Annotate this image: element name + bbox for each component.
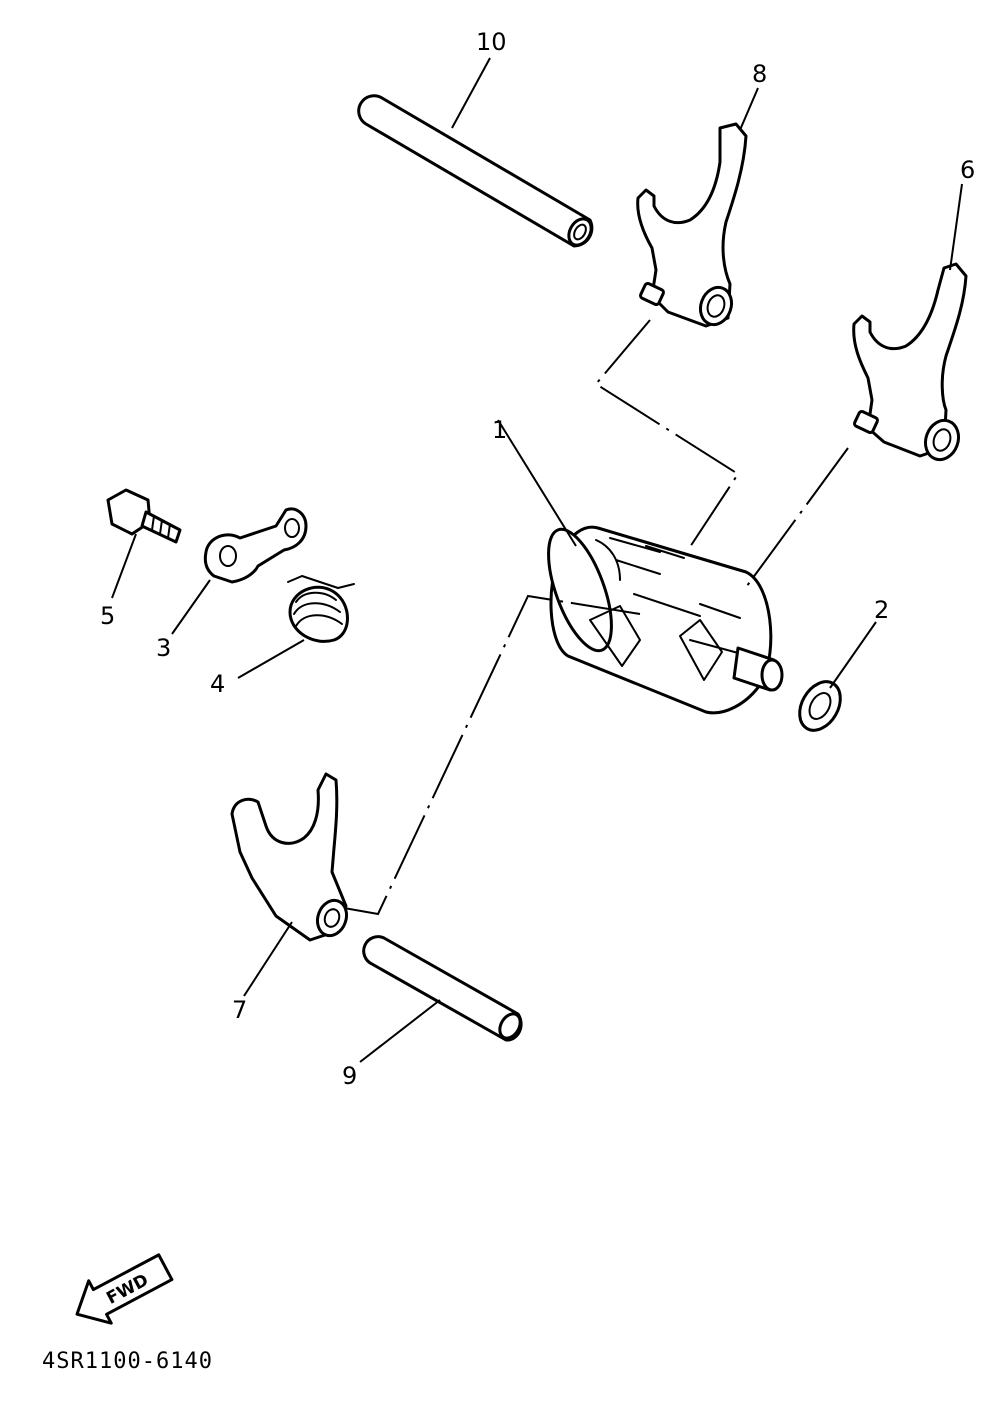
shift-fork-8	[636, 87, 759, 328]
shift-fork-6	[852, 183, 968, 462]
stopper-lever	[171, 507, 308, 635]
callout-10: 10	[476, 28, 507, 56]
callout-1: 1	[492, 416, 507, 444]
callout-labels: 1 2 3 4 5 6 7 8 9 10	[100, 28, 975, 1090]
assembly-lines	[343, 319, 849, 916]
torsion-spring	[237, 575, 355, 679]
callout-6: 6	[960, 156, 975, 184]
callout-4: 4	[210, 670, 225, 698]
fwd-arrow-icon: FWD	[75, 1253, 174, 1325]
bolt	[106, 488, 182, 599]
shift-fork-7	[230, 772, 349, 997]
diagram-code: 4SR1100-6140	[42, 1349, 213, 1374]
guide-bar-lower	[359, 935, 523, 1063]
callout-5: 5	[100, 602, 115, 630]
callout-8: 8	[752, 60, 767, 88]
callout-9: 9	[342, 1062, 357, 1090]
washer	[798, 621, 877, 732]
guide-bar-upper	[357, 57, 594, 248]
callout-3: 3	[156, 634, 171, 662]
shift-drum	[497, 419, 784, 715]
callout-7: 7	[232, 996, 247, 1024]
callout-2: 2	[874, 596, 889, 624]
